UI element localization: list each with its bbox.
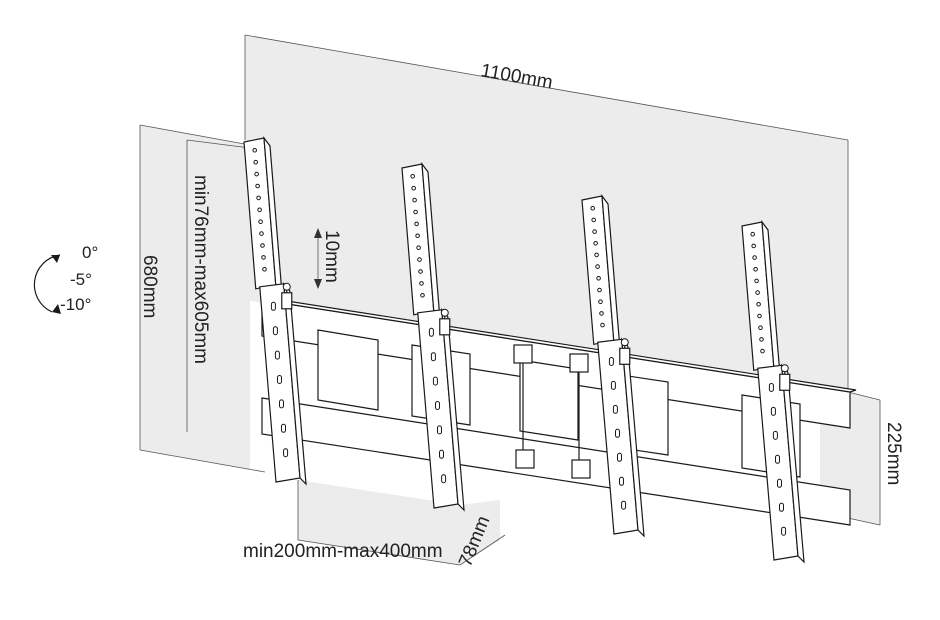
spacing-dimension-plane <box>187 140 250 440</box>
tilt-angle-0: 0° <box>82 243 98 262</box>
rail-height-label: 225mm <box>883 422 904 485</box>
vertical-arm <box>741 219 805 564</box>
adjustment-label: 10mm <box>321 230 342 283</box>
tilt-arc <box>33 254 61 313</box>
tilt-angle-5: -5° <box>70 270 92 289</box>
tilt-arrow-down-icon <box>52 304 61 314</box>
vertical-arm <box>243 135 307 486</box>
depth-dimension-plane <box>298 480 460 565</box>
vertical-arm <box>581 193 645 538</box>
width-dimension-plane <box>245 35 848 410</box>
vertical-spacing-label: min76mm-max605mm <box>190 175 211 364</box>
horizontal-spacing-label: min200mm-max400mm <box>243 541 443 562</box>
vertical-arms <box>243 135 805 564</box>
tilt-angle-10: -10° <box>60 295 91 314</box>
depth-dimension-side <box>460 500 500 565</box>
tilt-indicator: 0° -5° -10° <box>33 243 98 314</box>
overall-height-label: 680mm <box>139 255 160 318</box>
tilt-arrow-up-icon <box>51 255 60 263</box>
vertical-arm <box>401 161 465 512</box>
